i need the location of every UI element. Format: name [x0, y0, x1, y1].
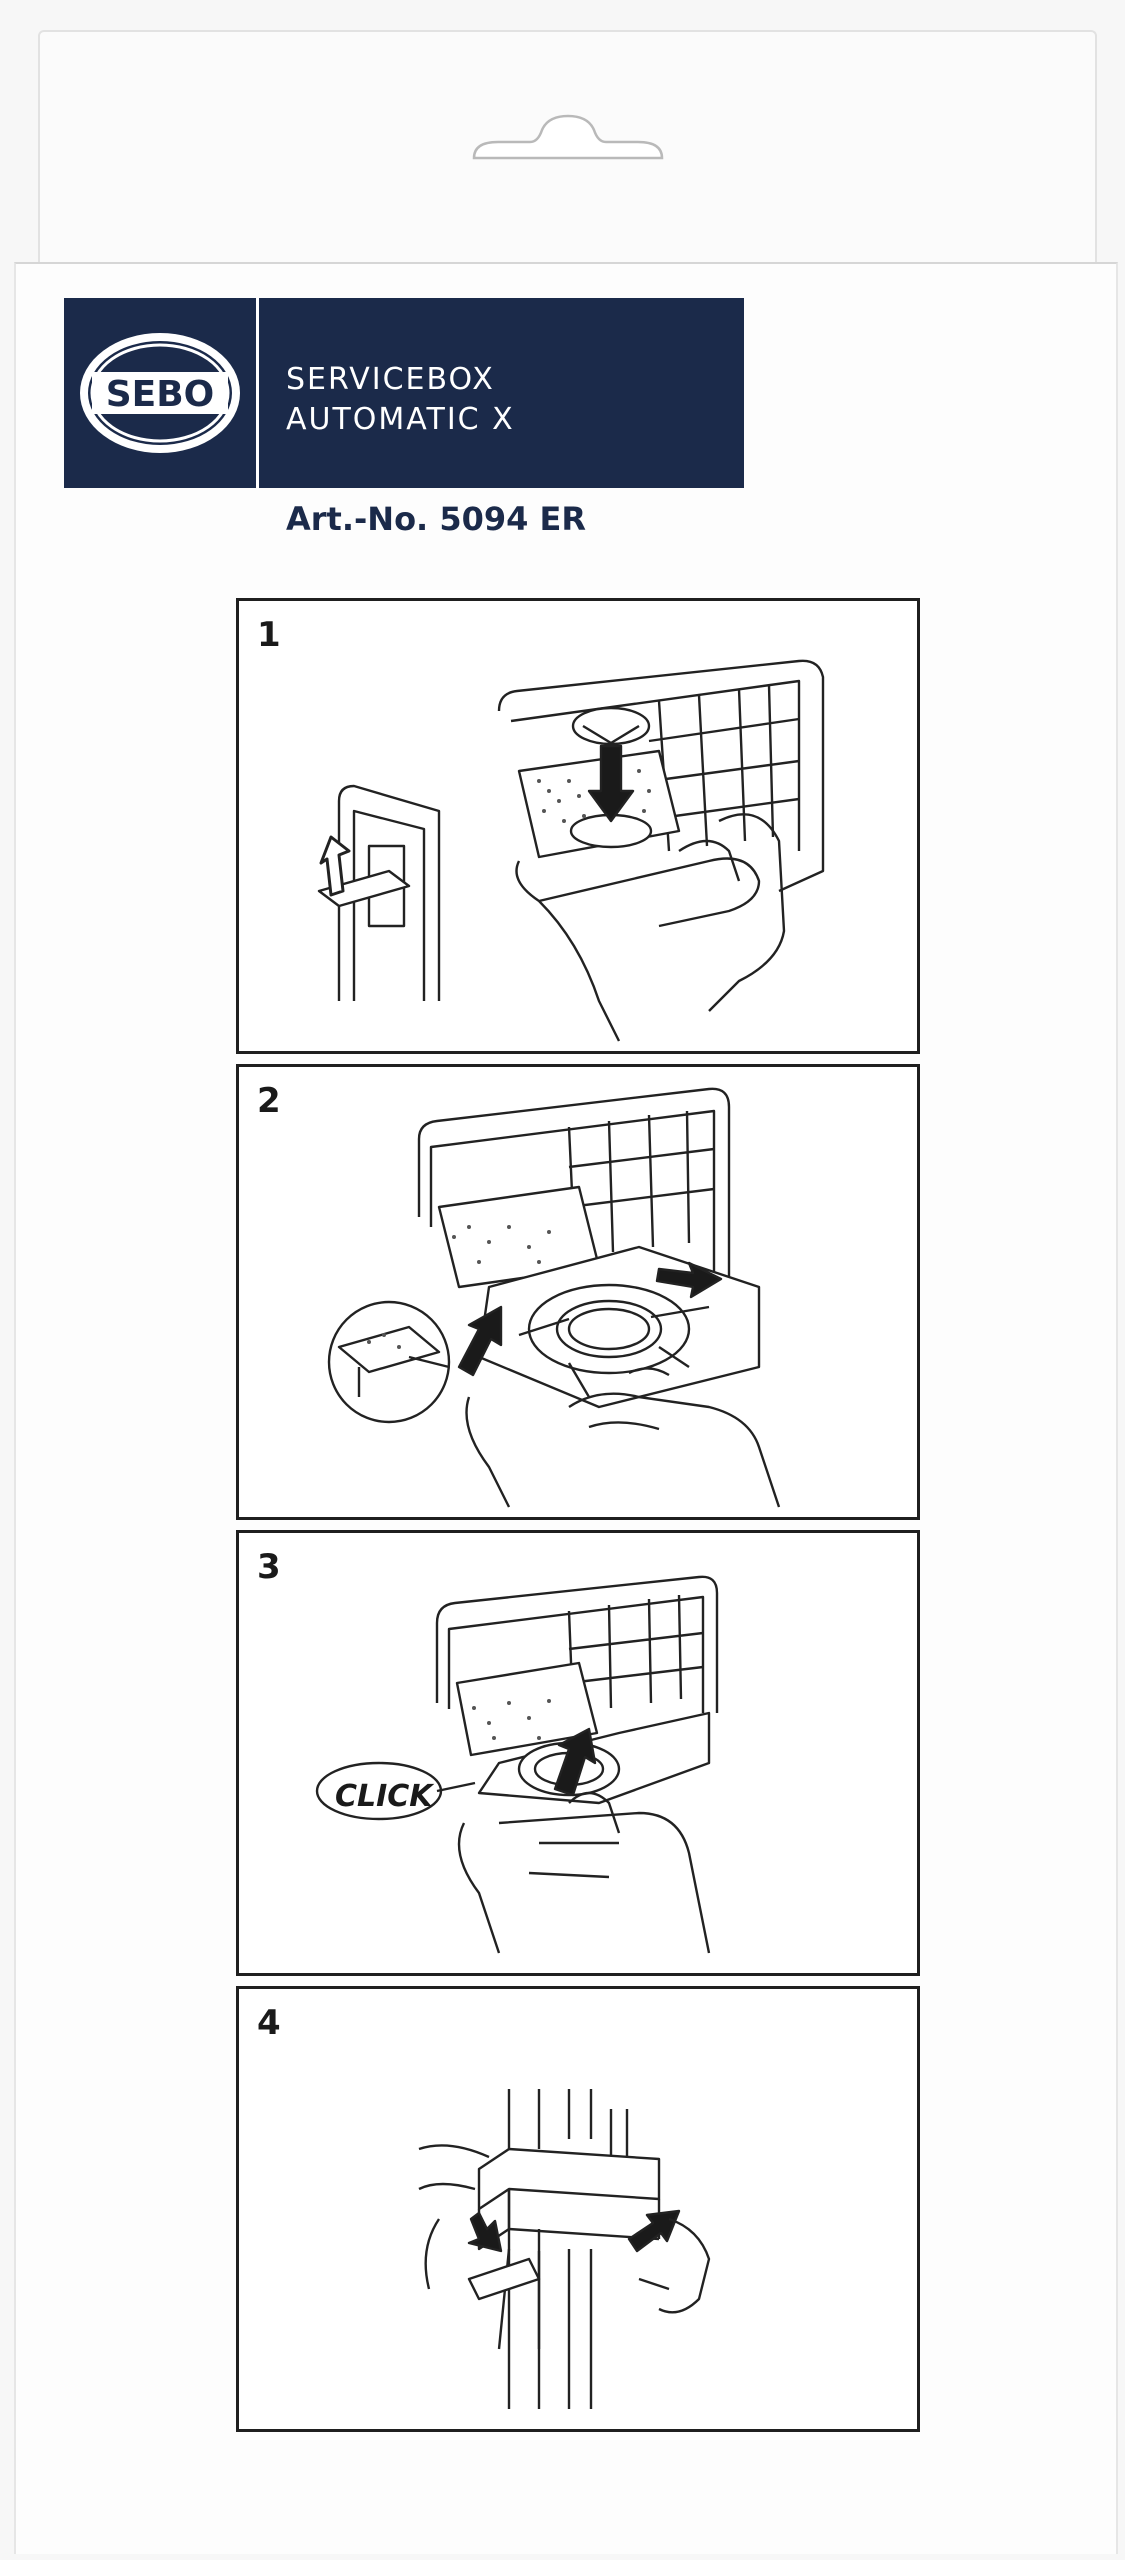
step-number: 2 [257, 1081, 281, 1121]
product-title-line2: AUTOMATIC X [286, 402, 515, 437]
step-number: 4 [257, 2003, 281, 2043]
hang-hole [472, 114, 664, 160]
step-4-panel: 4 [236, 1986, 920, 2432]
step-number: 3 [257, 1547, 281, 1587]
article-number: Art.-No. 5094 ER [286, 500, 587, 538]
brand-logo: SEBO [64, 298, 259, 488]
logo-text: SEBO [106, 374, 215, 415]
click-callout: CLICK [335, 1779, 433, 1814]
brand-header-bar: SEBO SERVICEBOX AUTOMATIC X [64, 298, 744, 488]
product-title: SERVICEBOX AUTOMATIC X [286, 360, 515, 440]
product-title-line1: SERVICEBOX [286, 362, 495, 397]
step-number: 1 [257, 615, 281, 655]
sebo-logo-icon: SEBO [80, 333, 240, 453]
step-4-illustration [418, 2089, 711, 2409]
step-3-illustration [315, 1575, 719, 1954]
step-2-panel: 2 [236, 1064, 920, 1520]
step-1-illustration [317, 659, 825, 1042]
step-3-panel: 3 CLICK [236, 1530, 920, 1976]
step-2-illustration [327, 1087, 781, 1508]
step-1-panel: 1 [236, 598, 920, 1054]
